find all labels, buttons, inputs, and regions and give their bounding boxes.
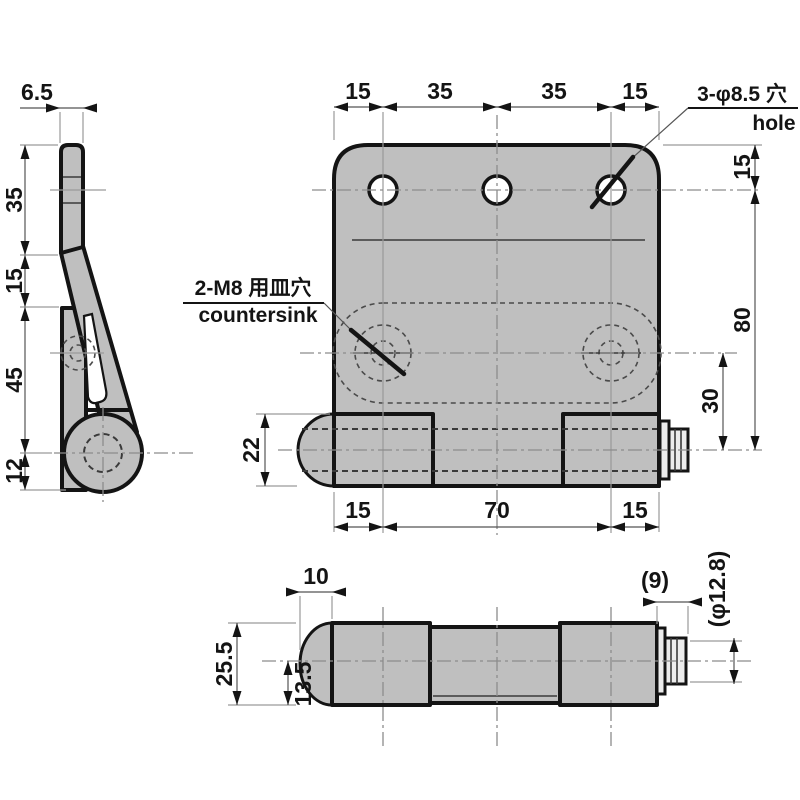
front-knuckle-1	[330, 621, 432, 707]
dim-right-15: 15	[729, 154, 755, 180]
dim-top-15-left: 15	[345, 78, 371, 104]
dim-top-15-right: 15	[622, 78, 648, 104]
front-knuckle-3	[558, 621, 659, 707]
side-view: 6.5 35 15 45 12	[1, 79, 194, 502]
front-knuckle-2	[428, 625, 562, 705]
countersink-callout-jp: 2-M8 用皿穴	[195, 276, 312, 300]
dim-side-width: 6.5	[21, 79, 53, 105]
hole-callout-leader	[628, 107, 689, 162]
side-top-flange	[59, 143, 85, 255]
front-barrel-cap	[298, 621, 334, 707]
countersink-callout-en: countersink	[198, 304, 317, 327]
dim-top-35-right: 35	[541, 78, 567, 104]
dim-right-80: 80	[729, 307, 755, 333]
dim-top-35-left: 35	[427, 78, 453, 104]
side-view-dimensions: 6.5 35 15 45 12	[1, 79, 97, 491]
dim-side-12: 12	[1, 458, 27, 484]
plan-view-dimensions: 15 35 35 15 15 80 30 22	[238, 78, 762, 532]
front-view-part	[298, 621, 688, 707]
front-view: 10 25.5 13.5 (9) (φ12.8)	[211, 551, 752, 748]
side-leaf-slot	[82, 312, 108, 405]
hole-callout-leader-thick	[589, 154, 636, 210]
plan-view-centerlines	[278, 112, 762, 535]
dim-right-30: 30	[697, 388, 723, 414]
dim-front-pin-9: (9)	[641, 567, 669, 593]
dim-bottom-15-right: 15	[622, 497, 648, 523]
dim-bottom-70: 70	[484, 497, 510, 523]
dim-front-pin-dia: (φ12.8)	[704, 551, 730, 628]
side-view-centerlines	[50, 189, 194, 502]
countersink-callout-leader-thick	[348, 327, 407, 377]
hole-callout-en: hole	[752, 112, 795, 135]
hole-callout-jp: 3-φ8.5 穴	[697, 82, 787, 106]
front-view-centerlines	[262, 607, 752, 748]
side-view-part	[59, 143, 144, 494]
plan-view: 15 35 35 15 15 80 30 22	[183, 78, 798, 535]
dim-side-15: 15	[1, 268, 27, 294]
dim-side-35: 35	[1, 187, 27, 213]
front-view-dimensions: 10 25.5 13.5 (9) (φ12.8)	[211, 551, 742, 706]
dim-bottom-15-left: 15	[345, 497, 371, 523]
plan-view-callouts: 3-φ8.5 穴 hole 2-M8 用皿穴 countersink	[183, 82, 798, 377]
dim-front-10: 10	[303, 563, 329, 589]
dim-left-22: 22	[238, 437, 264, 463]
plan-view-part	[296, 143, 690, 488]
dim-side-45: 45	[1, 367, 27, 393]
plan-hidden-leaf-outline	[332, 302, 662, 404]
dim-front-25-5: 25.5	[211, 641, 237, 686]
dim-front-13-5: 13.5	[290, 661, 316, 706]
